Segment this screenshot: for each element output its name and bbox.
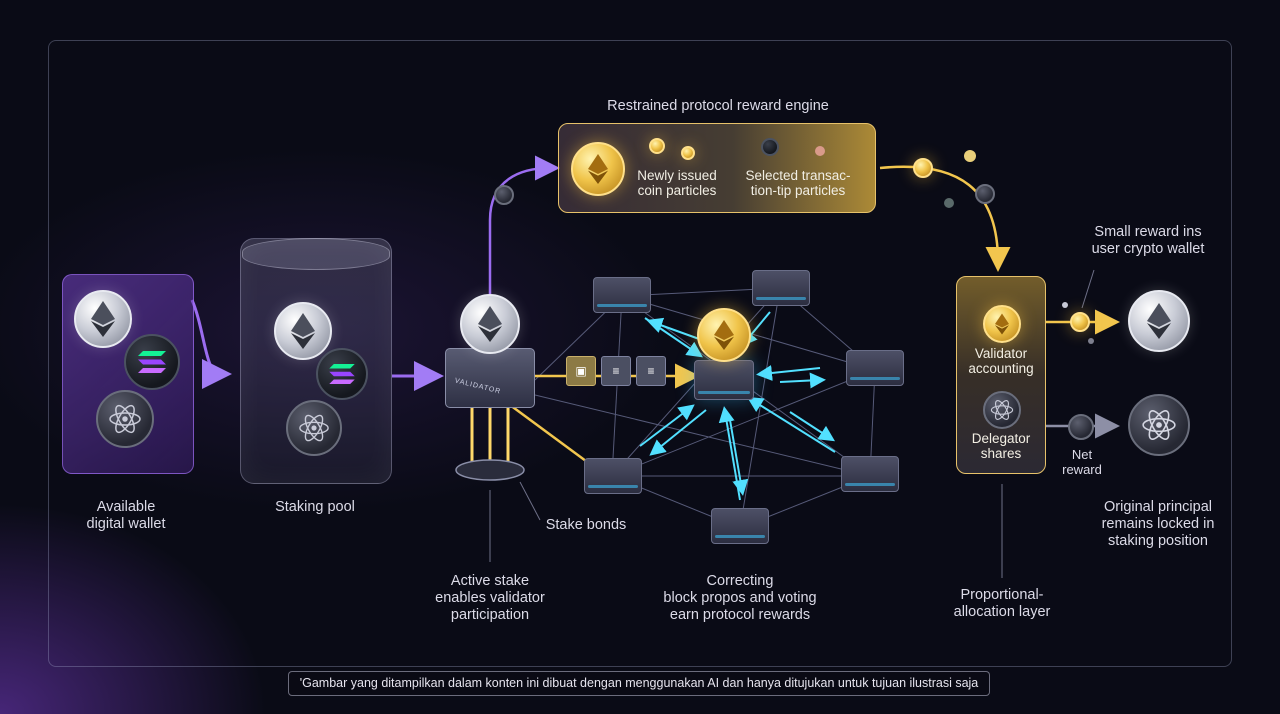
cosmos-atom-coin-icon xyxy=(1128,394,1190,456)
tip-particle-icon xyxy=(761,138,779,156)
solana-coin-icon xyxy=(316,348,368,400)
network-node xyxy=(584,458,642,494)
stake-bonds-label: Stake bonds xyxy=(545,517,627,533)
diagram-frame xyxy=(48,40,1232,667)
coin-particle-icon xyxy=(944,198,954,208)
coin-particle-icon xyxy=(1088,338,1094,344)
cosmos-atom-coin-icon xyxy=(96,390,154,448)
center-block-node xyxy=(694,360,754,400)
coin-particle-icon xyxy=(964,150,976,162)
ai-disclaimer-note: 'Gambar yang ditampilkan dalam konten in… xyxy=(288,671,990,696)
network-node xyxy=(752,270,810,306)
network-node xyxy=(593,277,651,313)
coin-particle-icon xyxy=(681,146,695,160)
network-node xyxy=(711,508,769,544)
staking-pool-lid xyxy=(242,238,390,270)
network-node xyxy=(846,350,904,386)
reward-coin-particle-icon xyxy=(1070,312,1090,332)
stake-bond-base xyxy=(455,459,525,481)
staking-pool-label: Staking pool xyxy=(275,499,355,515)
engine-to-alloc-arrow xyxy=(879,165,1011,272)
net-reward-coin-icon xyxy=(1068,414,1094,440)
block-cube-icon: ▣ xyxy=(566,356,596,386)
ethereum-coin-icon xyxy=(460,294,520,354)
validator-to-engine-arrow xyxy=(488,155,560,300)
ethereum-gold-coin-icon xyxy=(697,308,751,362)
coin-particle-icon xyxy=(1062,302,1068,308)
cosmos-atom-coin-icon xyxy=(286,400,342,456)
small-coin-particle-icon xyxy=(494,185,514,205)
ethereum-gold-coin-icon xyxy=(571,142,625,196)
cosmos-atom-coin-icon xyxy=(983,391,1021,429)
block-cube-icon: ≡ xyxy=(636,356,666,386)
coin-particle-icon xyxy=(975,184,995,204)
transaction-tip-label: Selected transac-tion-tip particles xyxy=(745,168,851,198)
ethereum-coin-icon xyxy=(1128,290,1190,352)
network-node xyxy=(841,456,899,492)
coin-particle-icon xyxy=(649,138,665,154)
ethereum-coin-icon xyxy=(274,302,332,360)
solana-coin-icon xyxy=(124,334,180,390)
block-cube-icon: ≡ xyxy=(601,356,631,386)
validator-node-icon: VALIDATOR xyxy=(445,348,535,408)
wallet-to-pool-arrow xyxy=(190,299,232,389)
proportional-allocation-label: Proportional-allocation layer xyxy=(953,587,1051,620)
validator-plate-label: VALIDATOR xyxy=(453,377,502,396)
ethereum-coin-icon xyxy=(74,290,132,348)
ethereum-gold-coin-icon xyxy=(983,305,1021,343)
engine-title: Restrained protocol reward engine xyxy=(607,98,829,114)
coin-particle-icon xyxy=(913,158,933,178)
validator-to-stake-link xyxy=(509,403,591,466)
tip-particle-icon xyxy=(815,146,825,156)
